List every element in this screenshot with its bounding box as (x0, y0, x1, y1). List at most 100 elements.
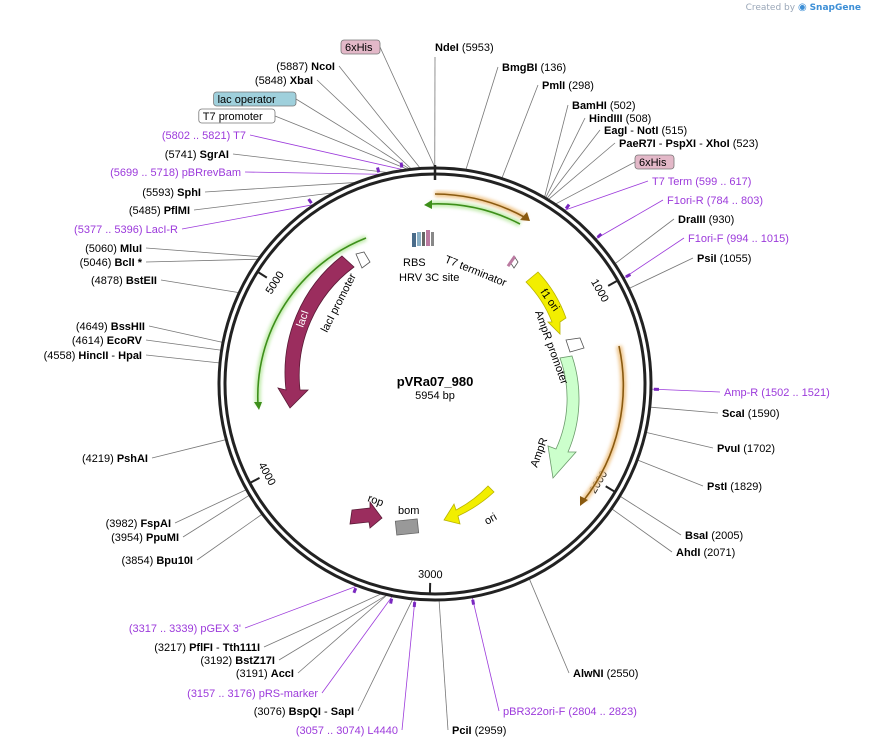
bom-label: bom (398, 505, 419, 517)
enzyme-label: (3982) FspAI (106, 518, 171, 530)
enzyme-position: (5887) (276, 61, 311, 73)
plasmid-name: pVRa07_980 (397, 374, 474, 389)
tick-label: 4000 (256, 460, 278, 487)
feature-label: T7 Term (599 .. 617) (652, 176, 751, 188)
feature-label: F1ori-R (784 .. 803) (667, 195, 763, 207)
feature-label: (5699 .. 5718) pBRrevBam (110, 167, 241, 179)
enzyme-label: (5485) PflMI (129, 205, 190, 217)
primer-orange-right (583, 345, 625, 501)
enzyme-name-3: XhoI (706, 138, 730, 150)
enzyme-name: PflMI (164, 205, 190, 217)
enzyme-position: (298) (565, 80, 594, 92)
enzyme-name: BspQI (289, 706, 321, 718)
tick-1000 (607, 279, 619, 287)
label-box (213, 91, 297, 107)
plasmid-length: 5954 bp (415, 390, 455, 402)
snapgene-logo-icon: ◉ (797, 2, 807, 13)
enzyme-name: Bpu10I (156, 555, 193, 567)
enzyme-label: (3954) PpuMI (111, 532, 179, 544)
enzyme-position: (5046) (80, 257, 115, 269)
enzyme-name: BamHI (572, 100, 607, 112)
primer-mark (307, 198, 313, 205)
enzyme-label: PaeR7I - PspXI - XhoI (523) (619, 138, 758, 150)
enzyme-name: SgrAI (200, 149, 229, 161)
tick-5000 (256, 270, 268, 279)
enzyme-name: PstI (707, 481, 727, 493)
enzyme-label: (3191) AccI (236, 668, 294, 680)
tick-label: 3000 (418, 569, 443, 582)
enzyme-label: (5887) NcoI (276, 61, 335, 73)
boxed-label: 6xHis (639, 157, 667, 169)
feature-label: (5802 .. 5821) T7 (162, 130, 246, 142)
enzyme-name: PshAI (117, 453, 148, 465)
enzyme-name-2: Tth111I (223, 642, 260, 654)
enzyme-name: PpuMI (146, 532, 179, 544)
enzyme-label: (5060) MluI (85, 243, 142, 255)
tick-4000 (249, 476, 261, 484)
enzyme-name: PvuI (717, 443, 740, 455)
enzyme-label: BsaI (2005) (685, 530, 743, 542)
feature-label: (3157 .. 3176) pRS-marker (187, 688, 318, 700)
enzyme-name: AlwNI (573, 668, 604, 680)
enzyme-name: PciI (452, 725, 472, 737)
ori-label: ori (483, 511, 500, 528)
bom-feature (394, 518, 420, 536)
rop-feature (349, 500, 383, 529)
enzyme-position: (4878) (91, 275, 126, 287)
enzyme-position: (1702) (740, 443, 775, 455)
enzyme-position: (508) (623, 113, 652, 125)
primer-green-left (256, 237, 367, 406)
enzyme-label: PvuI (1702) (717, 443, 775, 455)
boxed-label: lac operator (218, 94, 276, 106)
hrv-label: HRV 3C site (399, 272, 459, 284)
enzyme-label: PmlI (298) (542, 80, 594, 92)
enzyme-name: NcoI (311, 61, 335, 73)
rbs-label: RBS (403, 257, 426, 269)
rbs-feature (412, 233, 416, 247)
label-box (198, 108, 276, 124)
enzyme-label: (5848) XbaI (255, 75, 313, 87)
laci-label: lacI (295, 309, 312, 329)
enzyme-label: (5593) SphI (142, 187, 201, 199)
primer-mark (564, 203, 571, 210)
enzyme-position: (5593) (142, 187, 177, 199)
credit-prefix: Created by (745, 3, 796, 13)
ori-feature (443, 485, 495, 525)
enzyme-position: (5741) (165, 149, 200, 161)
enzyme-name: FspAI (140, 518, 171, 530)
enzyme-position: (3854) (121, 555, 156, 567)
enzyme-position: (3982) (106, 518, 141, 530)
feature-label: pBR322ori-F (2804 .. 2823) (503, 706, 637, 718)
ampr-feature (547, 355, 580, 479)
tick-2000 (605, 485, 616, 493)
enzyme-name: HincII (78, 350, 108, 362)
enzyme-position: (515) (658, 125, 687, 137)
enzyme-label: (3076) BspQI - SapI (254, 706, 354, 718)
tick-label: 1000 (588, 277, 611, 304)
his-tag-feature (426, 230, 430, 246)
enzyme-position: (4614) (72, 335, 107, 347)
enzyme-name-2: PspXI (665, 138, 696, 150)
label-box (340, 39, 381, 55)
enzyme-label: (4649) BssHII (76, 321, 145, 333)
lac-operator-feature (417, 232, 421, 246)
credit-brand: SnapGene (809, 3, 861, 13)
enzyme-name: ScaI (722, 408, 745, 420)
enzyme-position: (3191) (236, 668, 271, 680)
primer-mark (352, 587, 358, 594)
enzyme-position: (1055) (717, 253, 752, 265)
feature-label: (5377 .. 5396) LacI-R (74, 224, 178, 236)
primer-mark (399, 162, 404, 168)
primer-arcs (254, 191, 627, 506)
primer-mark (471, 599, 476, 605)
enzyme-name: BstZ17I (235, 655, 275, 667)
enzyme-position: (3217) (154, 642, 189, 654)
enzyme-name: DraIII (678, 214, 706, 226)
enzyme-position: (5485) (129, 205, 164, 217)
enzyme-position: (2071) (700, 547, 735, 559)
enzyme-position: (4649) (76, 321, 111, 333)
enzyme-label: PstI (1829) (707, 481, 762, 493)
enzyme-label: PciI (2959) (452, 725, 506, 737)
enzyme-label: (4878) BstEII (91, 275, 157, 287)
